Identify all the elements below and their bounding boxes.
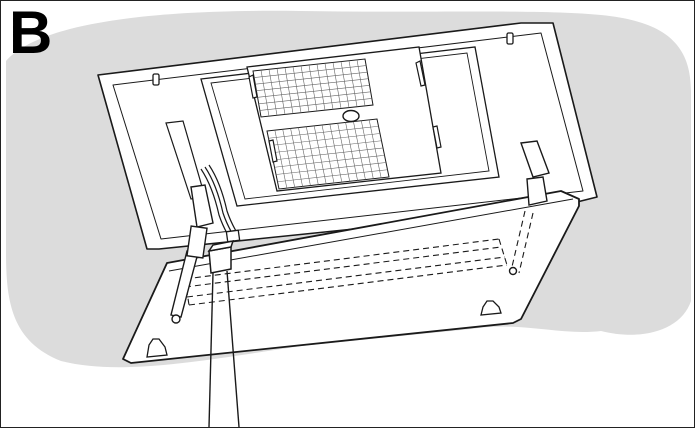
housing-slots	[152, 32, 514, 86]
cassette-latches	[248, 60, 442, 163]
front-panel	[122, 190, 580, 364]
right-hinge-bracket	[508, 140, 550, 276]
grease-filter-grid	[252, 58, 390, 190]
center-knob	[342, 109, 360, 123]
hidden-lines	[184, 210, 534, 306]
step-label: B	[9, 0, 53, 66]
filter-cassette	[200, 46, 500, 207]
wire-connector	[225, 229, 241, 243]
panel-tabs	[146, 300, 502, 358]
left-gas-strut	[170, 184, 214, 324]
clip-piece	[207, 240, 235, 274]
callout-lines	[208, 270, 240, 427]
